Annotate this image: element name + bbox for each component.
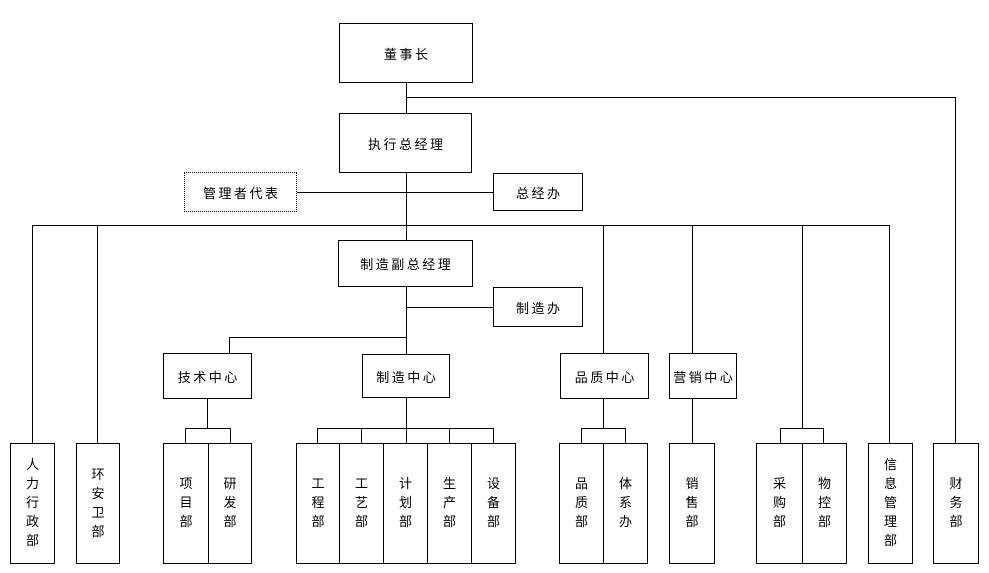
- node-label: 工艺部: [354, 477, 368, 530]
- connector-line: [317, 428, 318, 444]
- node-label: 总经办: [515, 186, 563, 202]
- connector-line: [625, 428, 626, 444]
- node-sales-dept: 销售部: [669, 443, 715, 564]
- node-equipment-dept: 设备部: [471, 443, 516, 564]
- node-production-dept: 生产部: [427, 443, 472, 564]
- node-engineering-dept: 工程部: [296, 443, 340, 564]
- connector-line: [406, 172, 407, 241]
- node-ehs-dept: 环安卫部: [76, 443, 120, 564]
- node-process-dept: 工艺部: [339, 443, 384, 564]
- node-label: 销售部: [685, 477, 699, 530]
- node-executive-gm: 执行总经理: [339, 113, 472, 173]
- node-mfg-center: 制造中心: [362, 354, 450, 398]
- node-label: 体系办: [618, 477, 632, 530]
- node-mfg-deputy-gm: 制造副总经理: [338, 240, 473, 287]
- node-label: 董事长: [383, 47, 431, 63]
- node-marketing-center: 营销中心: [669, 353, 737, 399]
- connector-line: [780, 428, 824, 429]
- connector-line: [229, 337, 230, 354]
- node-info-mgmt-dept: 信息管理部: [868, 443, 913, 564]
- node-label: 制造副总经理: [360, 258, 454, 273]
- connector-line: [581, 428, 582, 444]
- node-label: 采购部: [772, 477, 786, 530]
- connector-line: [823, 428, 824, 444]
- connector-line: [955, 97, 956, 444]
- node-material-control-dept: 物控部: [802, 443, 847, 564]
- connector-line: [185, 428, 231, 429]
- connector-line: [229, 337, 407, 338]
- connector-line: [185, 428, 186, 444]
- node-system-office: 体系办: [603, 443, 648, 564]
- node-label: 计划部: [398, 477, 412, 530]
- node-tech-center: 技术中心: [163, 353, 252, 399]
- node-label: 信息管理部: [883, 458, 897, 549]
- connector-line: [97, 225, 98, 444]
- node-chairman: 董事长: [339, 23, 473, 83]
- node-management-rep: 管理者代表: [184, 172, 297, 212]
- connector-line: [493, 428, 494, 444]
- node-finance-dept: 财务部: [933, 443, 979, 564]
- connector-line: [361, 428, 362, 444]
- node-label: 品质中心: [574, 370, 637, 386]
- node-quality-dept: 品质部: [559, 443, 604, 564]
- connector-line: [802, 225, 803, 429]
- connector-line: [32, 225, 33, 444]
- node-label: 研发部: [223, 477, 237, 530]
- connector-line: [581, 428, 626, 429]
- node-label: 物控部: [817, 477, 831, 530]
- connector-line: [230, 428, 231, 444]
- node-label: 管理者代表: [202, 186, 281, 202]
- connector-line: [406, 82, 407, 114]
- node-gm-office: 总经办: [493, 173, 583, 211]
- connector-line: [317, 428, 494, 429]
- node-label: 营销中心: [673, 370, 736, 386]
- connector-line: [692, 225, 693, 444]
- node-project-dept: 项目部: [163, 443, 209, 564]
- node-label: 设备部: [486, 477, 500, 530]
- connector-line: [32, 225, 890, 226]
- node-label: 人力行政部: [25, 458, 39, 549]
- connector-line: [449, 428, 450, 444]
- node-quality-center: 品质中心: [560, 353, 649, 399]
- node-label: 品质部: [574, 477, 588, 530]
- node-label: 工程部: [311, 477, 325, 530]
- node-label: 制造中心: [376, 370, 439, 386]
- connector-line: [780, 428, 781, 444]
- node-rnd-dept: 研发部: [208, 443, 252, 564]
- node-label: 项目部: [179, 477, 193, 530]
- node-label: 制造办: [515, 301, 563, 317]
- connector-line: [603, 225, 604, 429]
- node-label: 执行总经理: [367, 137, 446, 153]
- node-purchasing-dept: 采购部: [756, 443, 803, 564]
- node-label: 生产部: [442, 477, 456, 530]
- node-label: 环安卫部: [91, 467, 105, 540]
- connector-line: [406, 307, 494, 308]
- connector-line: [889, 225, 890, 444]
- node-label: 技术中心: [177, 370, 240, 386]
- node-label: 财务部: [949, 477, 963, 530]
- connector-line: [207, 398, 208, 429]
- node-mfg-office: 制造办: [493, 287, 583, 327]
- connector-line: [406, 97, 956, 98]
- node-planning-dept: 计划部: [383, 443, 428, 564]
- connector-line: [296, 192, 494, 193]
- node-hr-admin-dept: 人力行政部: [10, 443, 55, 564]
